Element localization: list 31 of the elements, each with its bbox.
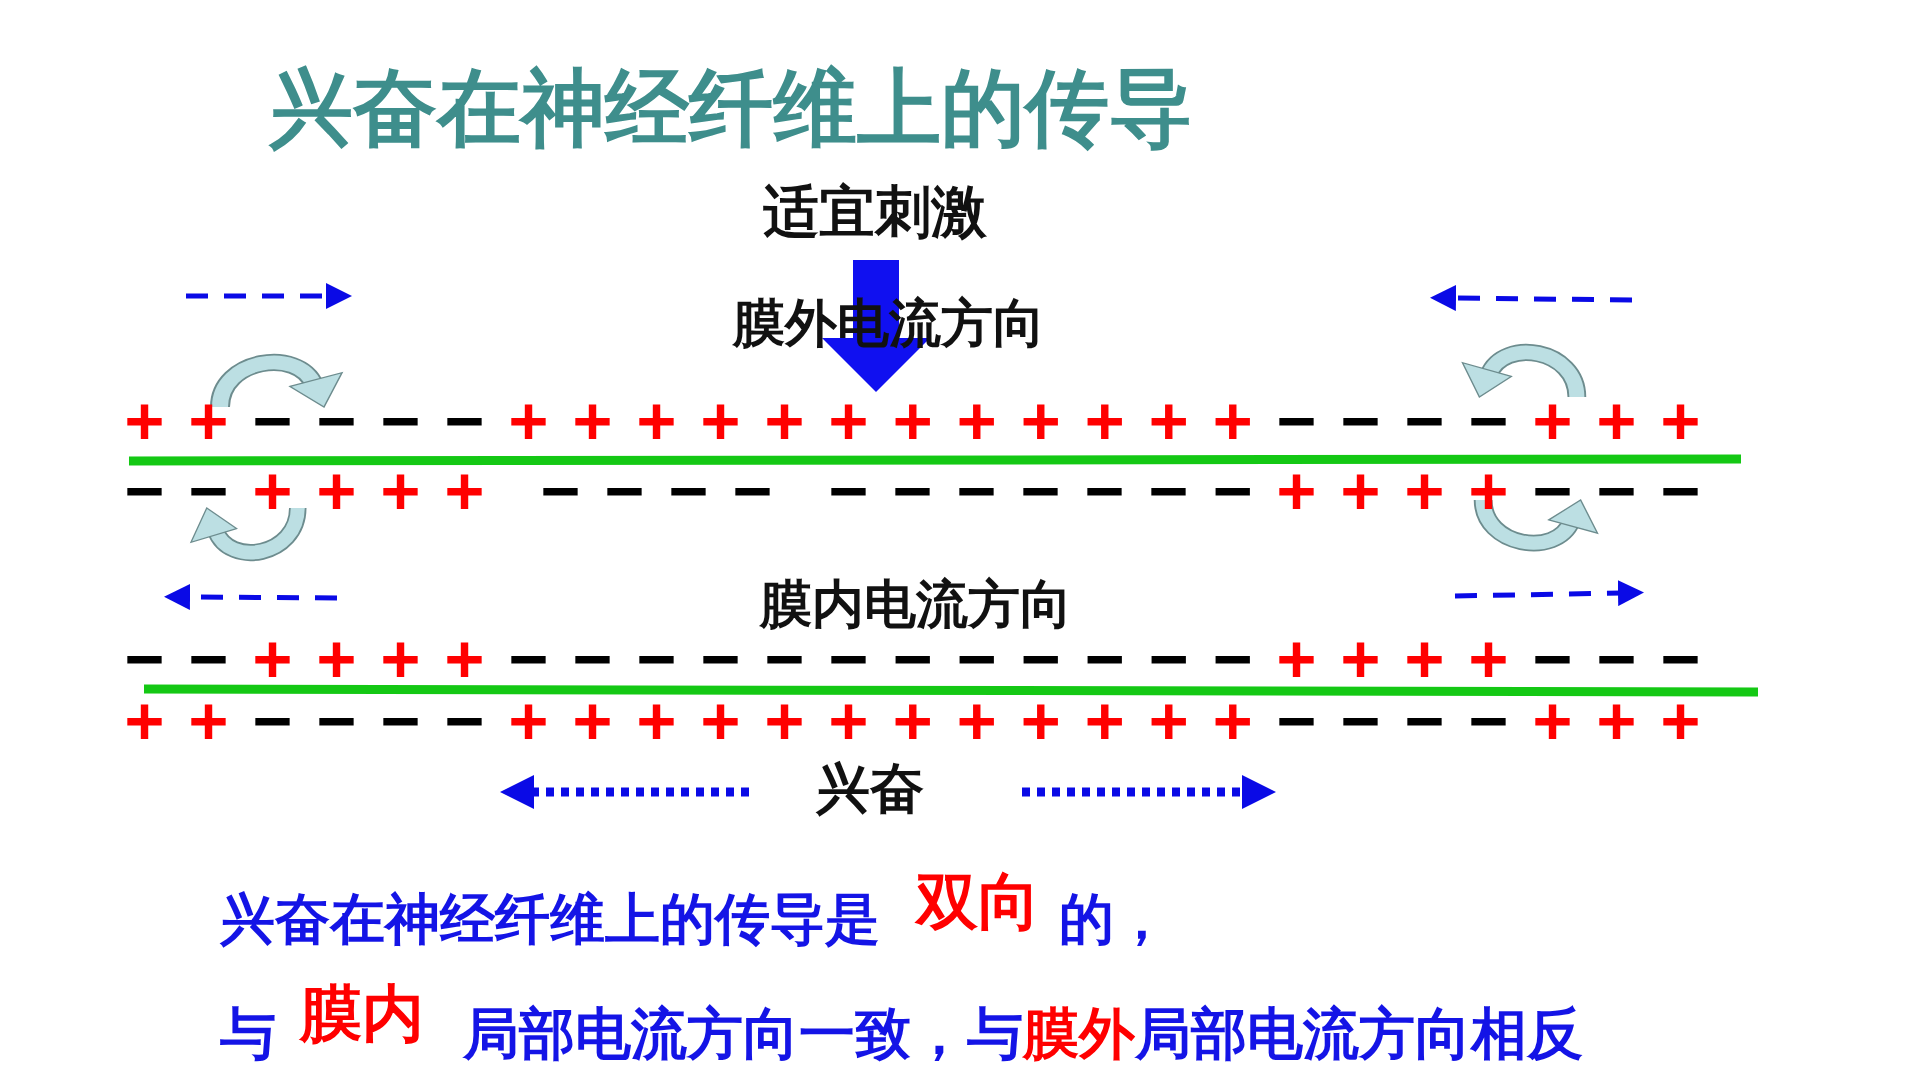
- emphasis-text: 双向: [916, 866, 1040, 938]
- charge-signs: ++++: [253, 626, 510, 690]
- charge-signs: ++: [125, 688, 254, 752]
- charge-signs: +++: [1533, 388, 1726, 452]
- conclusion-text: 局部电流方向一致，与: [463, 1002, 1023, 1067]
- charge-signs: ++++: [1277, 626, 1534, 690]
- charge-signs: ++++: [253, 458, 510, 522]
- charge-signs: −−: [125, 626, 254, 690]
- charge-signs: −−: [125, 458, 254, 522]
- charge-signs: −−−−: [541, 458, 798, 522]
- conclusion-text: 兴奋在神经纤维上的传导是: [220, 888, 880, 952]
- charge-signs: −−−−: [1277, 688, 1534, 752]
- charge-signs: −−−−: [1277, 388, 1534, 452]
- charge-signs: −−−−: [253, 688, 510, 752]
- charge-signs: −−−−−−−: [829, 458, 1278, 522]
- emphasis-text: 膜外: [1023, 1002, 1135, 1067]
- emphasis-text: 膜内: [300, 978, 424, 1050]
- charge-signs: −−−−: [253, 388, 510, 452]
- charge-signs: ++++++++++++: [509, 688, 1278, 752]
- charge-signs: ++++++++++++: [509, 388, 1278, 452]
- charge-signs: −−−: [1533, 458, 1726, 522]
- stimulus-label: 适宜刺激: [763, 180, 987, 245]
- charge-signs: −−−: [1533, 626, 1726, 690]
- conclusion-text: 局部电流方向相反: [1135, 1002, 1583, 1067]
- conclusion-text: 的，: [1059, 888, 1169, 952]
- excitation-label: 兴奋: [816, 758, 924, 821]
- charge-signs: ++++: [1277, 458, 1534, 522]
- charge-signs: ++: [125, 388, 254, 452]
- conclusion-text: 与: [220, 1002, 276, 1067]
- charge-signs: +++: [1533, 688, 1726, 752]
- title: 兴奋在神经纤维上的传导: [269, 60, 1193, 157]
